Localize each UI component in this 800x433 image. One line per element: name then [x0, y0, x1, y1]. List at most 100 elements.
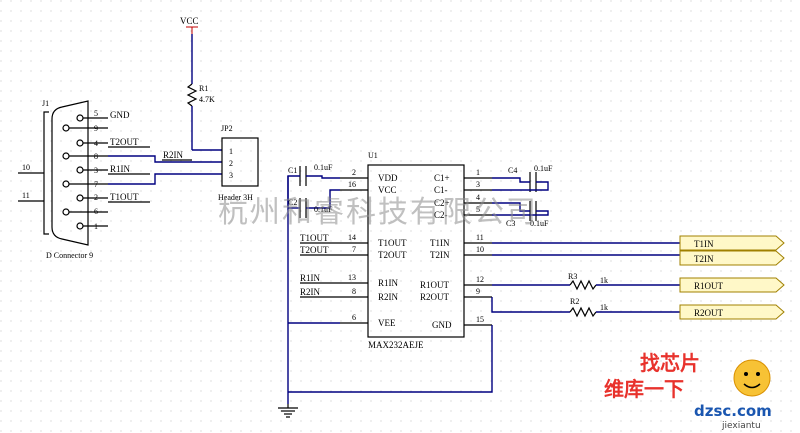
c1-value: 0.1uF — [314, 163, 333, 172]
u1-pin-num: 16 — [348, 180, 356, 189]
u1-left-net: T1OUT — [300, 233, 329, 243]
logo-line1: 找芯片 — [640, 351, 700, 375]
u1-pin-num: 6 — [352, 313, 356, 322]
jp2-pin: 2 — [229, 159, 233, 168]
capacitor-c4 — [492, 172, 549, 192]
j1-pin-num: 3 — [94, 166, 98, 175]
u1-pin-name: T2IN — [430, 250, 450, 260]
u1-pin-name: C2+ — [434, 198, 450, 208]
j1-pin-num: 8 — [94, 152, 98, 161]
port-label: R2OUT — [694, 308, 724, 318]
port-label: T2IN — [694, 254, 714, 264]
j1-shield-num: 10 — [22, 163, 30, 172]
capacitor-c3 — [492, 201, 549, 221]
u1-pin-name: C1+ — [434, 173, 450, 183]
u1-pin-num: 7 — [352, 245, 356, 254]
j1-pin-num: 2 — [94, 193, 98, 202]
u1-pin-name: VCC — [378, 185, 397, 195]
j1-to-jp2-pin2-wire — [108, 155, 222, 163]
vcc-label: VCC — [180, 16, 199, 26]
c3-value: 0.1uF — [530, 219, 549, 228]
u1-pin-num: 12 — [476, 275, 484, 284]
u1-right-pin-lines — [464, 177, 492, 326]
j1-to-jp2-pin3-wire — [108, 173, 222, 185]
j1-name: D Connector 9 — [46, 251, 93, 260]
logo-line2: 维库一下 — [604, 377, 684, 401]
j1-ref: J1 — [42, 99, 49, 108]
j1-net-r1in: R1IN — [110, 164, 131, 174]
j1-shield-num: 11 — [22, 191, 30, 200]
logo-site: dzsc.com — [694, 402, 772, 420]
port-label: T1IN — [694, 239, 714, 249]
u1-pin-name: C2- — [434, 210, 448, 220]
u1-pin-name: T2OUT — [378, 250, 407, 260]
c4-ref: C4 — [508, 166, 517, 175]
u1-pin-num: 8 — [352, 287, 356, 296]
r2-ref: R2 — [570, 297, 579, 306]
c3-ref: C3 — [506, 219, 515, 228]
u1-pin-num: 3 — [476, 180, 480, 189]
j1-net-t2out: T2OUT — [110, 137, 139, 147]
j1-pin-num: 4 — [94, 139, 98, 148]
u1-pin-num: 11 — [476, 233, 484, 242]
r1-value: 4.7K — [199, 95, 215, 104]
port-label: R1OUT — [694, 281, 724, 291]
jp2-pin: 1 — [229, 147, 233, 156]
c2-value: 0.1uF — [314, 205, 333, 214]
j1-pin-num: 5 — [94, 109, 98, 118]
r3-ref: R3 — [568, 272, 577, 281]
u1-pin-num: 14 — [348, 233, 356, 242]
c1-ref: C1 — [288, 166, 297, 175]
db9-shell — [51, 100, 89, 246]
logo-site2: jiexiantu — [721, 421, 761, 431]
u1-left-net: R1IN — [300, 273, 321, 283]
watermark-text: 杭州和睿科技有限公司 — [218, 195, 538, 230]
u1-pin-name: R2OUT — [420, 292, 450, 302]
u1-pin-name: T1IN — [430, 238, 450, 248]
c4-value: 0.1uF — [534, 164, 553, 173]
u1-pin-num: 2 — [352, 168, 356, 177]
u1-body — [367, 164, 465, 338]
jp2-pin: 3 — [229, 171, 233, 180]
jp2-body — [221, 137, 259, 187]
gnd-return-wire — [288, 325, 493, 393]
r2in-net-label: R2IN — [163, 150, 184, 160]
ground-symbol — [278, 404, 298, 418]
u1-pin-name: R2IN — [378, 292, 399, 302]
u1-pin-name: T1OUT — [378, 238, 407, 248]
port-r2out — [679, 304, 785, 320]
u1-pin-name: C1- — [434, 185, 448, 195]
u1-pin-name: R1IN — [378, 278, 399, 288]
u1-pin-num: 9 — [476, 287, 480, 296]
resistor-r3 — [569, 279, 597, 291]
j1-net-t1out: T1OUT — [110, 192, 139, 202]
u1-pin-num: 4 — [476, 193, 480, 202]
j1-net-gnd: GND — [110, 110, 130, 120]
u1-pin-name: VEE — [378, 318, 396, 328]
resistor-r1 — [186, 83, 198, 107]
j1-pin-num: 9 — [94, 124, 98, 133]
u1-pin-num: 13 — [348, 273, 356, 282]
u1-pin-name: GND — [432, 320, 452, 330]
u1-part: MAX232AEJE — [368, 340, 424, 350]
u1-left-net-lines — [300, 242, 340, 298]
port-r1out — [679, 277, 785, 293]
u1-pin-name: R1OUT — [420, 280, 450, 290]
j1-pin-num: 6 — [94, 207, 98, 216]
j1-pin-num: 7 — [94, 180, 98, 189]
resistor-r2 — [569, 306, 597, 318]
u1-pin-num: 15 — [476, 315, 484, 324]
u1-pin-num: 10 — [476, 245, 484, 254]
r3-value: 1k — [600, 276, 608, 285]
db9-pins — [62, 114, 108, 230]
capacitor-c2 — [288, 189, 340, 218]
u1-pin-num: 5 — [476, 205, 480, 214]
jp2-ref: JP2 — [221, 124, 233, 133]
c2-ref: C2 — [288, 198, 297, 207]
site-logo — [733, 359, 771, 397]
u1-ref: U1 — [368, 151, 378, 160]
r2out-wire-a — [491, 297, 570, 313]
